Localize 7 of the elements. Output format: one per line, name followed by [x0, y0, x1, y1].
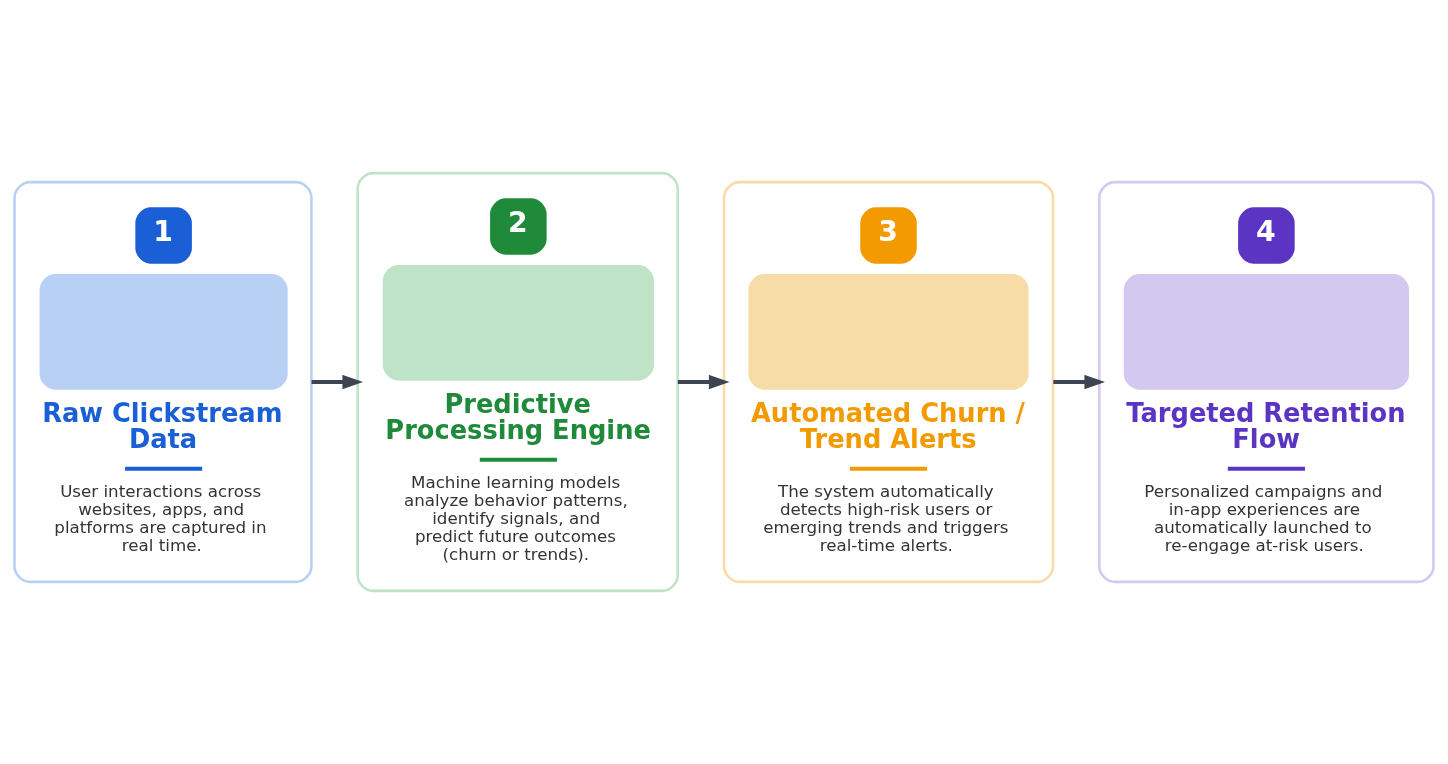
node-box: 1 Raw Clickstream Data User interactions across websites, apps, and platforms are captured in real time.	[13, 180, 313, 584]
node-box: 3 Automated Churn / Trend Alerts The system automatically detects high-risk users or emerging trends and triggers real-time alerts.	[722, 180, 1055, 584]
arrow	[1053, 374, 1106, 390]
arrow	[311, 374, 364, 390]
node-box: 4 Targeted Retention Flow Personalized campaigns and in-app experiences are automatically launched to re-engage at-risk users.	[1098, 180, 1435, 584]
arrow	[677, 374, 730, 390]
node-box: 2 Predictive Processing Engine Machine learning models analyze behavior patterns, identify signals, and predict future outcomes (churn or trends).	[356, 171, 679, 593]
